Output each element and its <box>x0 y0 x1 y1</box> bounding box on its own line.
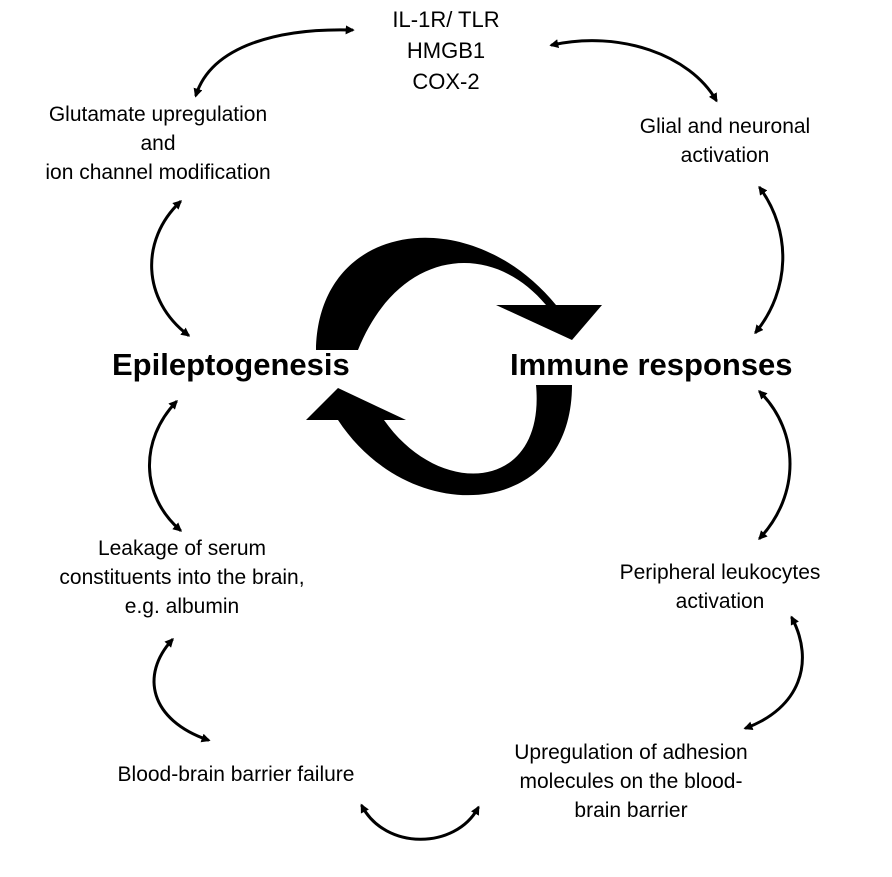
node-line: and <box>140 132 176 155</box>
connector-glial-immune-icon <box>754 185 785 335</box>
node-adhesion: Upregulation of adhesion molecules on th… <box>486 738 776 825</box>
node-line: brain barrier <box>574 799 688 822</box>
node-line: IL-1R/ TLR <box>392 7 500 32</box>
node-line: Glial and neuronal <box>639 115 811 138</box>
connector-leukocytes-adhesion-icon <box>743 615 804 731</box>
connector-epilepto-leakage-icon <box>148 400 183 532</box>
node-line: Leakage of serum <box>97 537 267 560</box>
node-leukocytes: Peripheral leukocytes activation <box>590 558 850 616</box>
cycle-arrowhead-bottom-icon <box>306 388 406 420</box>
connector-leakage-bbb-icon <box>152 638 211 743</box>
connector-immune-leukocytes-icon <box>758 390 792 540</box>
cycle-arrow-top-icon <box>316 237 556 350</box>
node-top-mediators: IL-1R/ TLR HMGB1 COX-2 <box>346 4 546 97</box>
node-line: constituents into the brain, <box>59 566 305 589</box>
node-line: HMGB1 <box>406 38 486 63</box>
node-line: activation <box>680 144 770 167</box>
connector-glutamate-epilepto-icon <box>150 200 191 337</box>
node-line: Upregulation of adhesion <box>514 741 748 764</box>
connector-top-right-icon <box>549 39 718 103</box>
node-line: activation <box>675 590 765 613</box>
connector-top-left-icon <box>193 25 355 98</box>
node-line: e.g. albumin <box>124 595 240 618</box>
node-line: Blood-brain barrier failure <box>117 763 355 786</box>
epileptogenesis-label: Epileptogenesis <box>112 347 350 382</box>
node-line: ion channel modification <box>45 161 271 184</box>
node-line: COX-2 <box>412 69 480 94</box>
cycle-arrow-bottom-icon <box>338 385 572 496</box>
cycle-arrowhead-top-icon <box>496 305 602 340</box>
node-line: Glutamate upregulation <box>48 103 268 126</box>
connector-bbb-adhesion-icon <box>360 803 480 841</box>
node-bbb-failure: Blood-brain barrier failure <box>78 760 394 789</box>
node-leakage: Leakage of serum constituents into the b… <box>52 534 312 621</box>
node-glutamate: Glutamate upregulation and ion channel m… <box>0 100 316 187</box>
node-line: molecules on the blood- <box>519 770 743 793</box>
node-line: Peripheral leukocytes <box>619 561 821 584</box>
immune-responses-label: Immune responses <box>510 347 793 382</box>
node-glial: Glial and neuronal activation <box>610 112 840 170</box>
